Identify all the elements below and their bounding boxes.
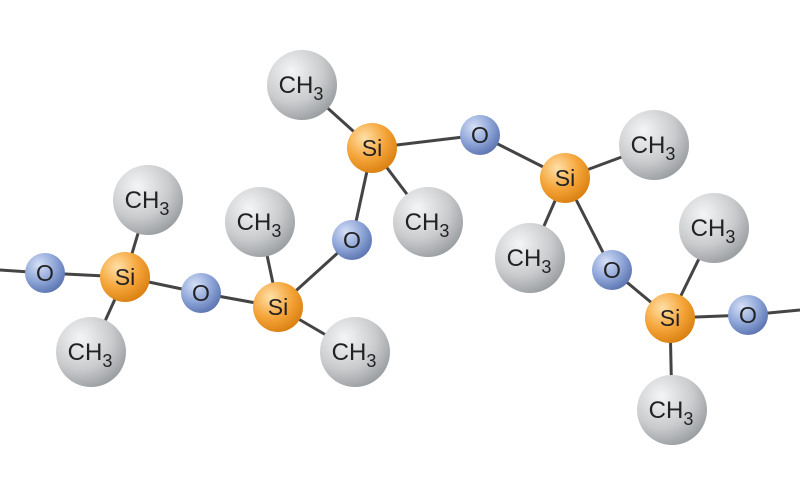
methyl-atom: CH3 [267,50,337,120]
methyl-atom: CH3 [679,193,749,263]
methyl-sphere [56,317,126,387]
methyl-sphere [495,223,565,293]
methyl-label: CH3 [631,132,676,164]
methyl-sphere [619,110,689,180]
methyl-atom: CH3 [637,375,707,445]
oxygen-label: O [343,227,361,253]
methyl-atom: CH3 [320,317,390,387]
oxygen-label: O [603,257,621,283]
methyl-sphere [113,165,183,235]
methyl-atom: CH3 [56,317,126,387]
silicon-atom: Si [100,252,150,302]
oxygen-sphere [25,253,65,293]
oxygen-sphere [728,295,768,335]
oxygen-atom: O [332,220,372,260]
silicon-atom: Si [540,153,590,203]
silicon-atom: Si [253,282,303,332]
silicon-label: Si [268,294,288,320]
silicon-atom: Si [645,293,695,343]
oxygen-sphere [332,220,372,260]
methyl-label: CH3 [649,397,694,429]
methyl-atom: CH3 [495,223,565,293]
oxygen-label: O [36,260,54,286]
methyl-atom: CH3 [619,110,689,180]
oxygen-label: O [192,280,210,306]
oxygen-label: O [739,302,757,328]
oxygen-atom: O [181,273,221,313]
silicon-atom: Si [347,123,397,173]
methyl-label: CH3 [125,187,170,219]
silicon-label: Si [555,165,575,191]
silicon-sphere [540,153,590,203]
methyl-label: CH3 [507,245,552,277]
methyl-atom: CH3 [225,187,295,257]
oxygen-sphere [460,115,500,155]
oxygen-atom: O [460,115,500,155]
methyl-sphere [320,317,390,387]
methyl-sphere [679,193,749,263]
silicon-label: Si [362,135,382,161]
methyl-label: CH3 [691,215,736,247]
methyl-sphere [637,375,707,445]
methyl-atom: CH3 [393,187,463,257]
silicon-sphere [253,282,303,332]
silicon-sphere [100,252,150,302]
oxygen-label: O [471,122,489,148]
silicon-label: Si [660,305,680,331]
methyl-sphere [225,187,295,257]
methyl-label: CH3 [237,209,282,241]
oxygen-sphere [592,250,632,290]
oxygen-atom: O [592,250,632,290]
methyl-sphere [393,187,463,257]
oxygen-atom: O [728,295,768,335]
methyl-label: CH3 [332,339,377,371]
silicon-label: Si [115,264,135,290]
silicon-sphere [645,293,695,343]
silicon-sphere [347,123,397,173]
oxygen-atom: O [25,253,65,293]
oxygen-sphere [181,273,221,313]
methyl-sphere [267,50,337,120]
methyl-label: CH3 [405,209,450,241]
methyl-label: CH3 [279,72,324,104]
methyl-label: CH3 [68,339,113,371]
methyl-atom: CH3 [113,165,183,235]
